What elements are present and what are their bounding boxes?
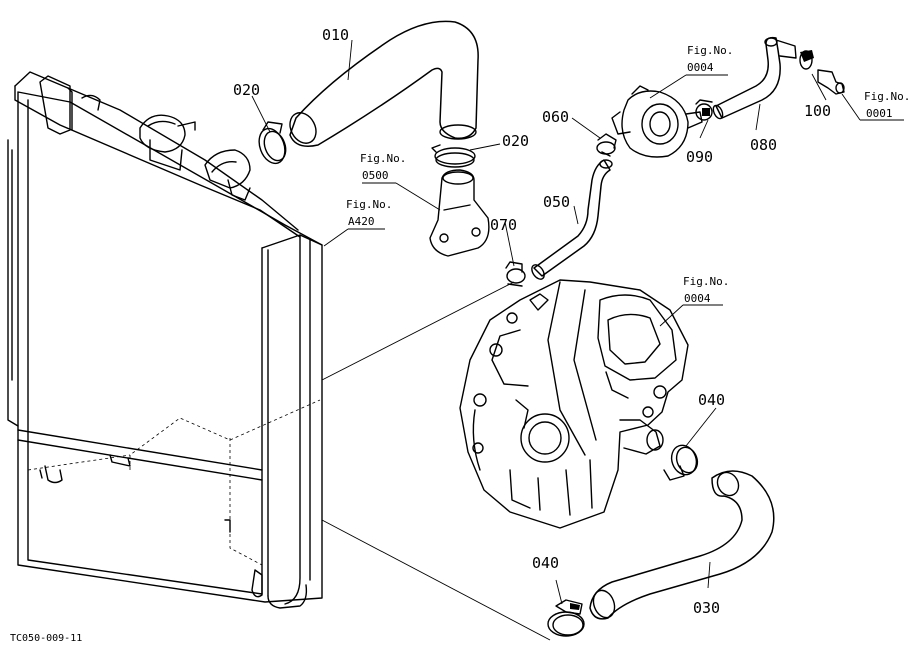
center-lines [27, 281, 551, 641]
clamp-020a-drawing [258, 121, 287, 165]
part-label-040b: 040 [532, 554, 559, 572]
fig-ref-0001-title: Fig.No. [864, 90, 910, 103]
thermostat-housing-drawing [429, 169, 490, 257]
fig-ref-A420-title: Fig.No. [346, 198, 392, 211]
water-pump-drawing [611, 85, 703, 158]
radiator-drawing [7, 71, 323, 609]
part-label-080: 080 [750, 136, 777, 154]
fig-ref-0004-mid-title: Fig.No. [683, 275, 729, 288]
part-label-040a: 040 [698, 391, 725, 409]
lower-hose-030-drawing [589, 470, 775, 620]
part-label-100: 100 [804, 102, 831, 120]
part-label-070: 070 [490, 216, 517, 234]
clamp-070-drawing [505, 261, 526, 287]
part-label-090: 090 [686, 148, 713, 166]
clamp-090-drawing [695, 99, 713, 121]
leader-lines [251, 39, 904, 605]
part-label-050: 050 [543, 193, 570, 211]
fig-ref-0001-number: 0001 [866, 107, 893, 120]
part-label-010: 010 [322, 26, 349, 44]
fig-ref-0004-top-title: Fig.No. [687, 44, 733, 57]
drawing-code: TC050-009-11 [10, 633, 82, 644]
fig-ref-0500-number: 0500 [362, 169, 389, 182]
clamp-040a-drawing [663, 444, 699, 481]
clamp-040b-drawing [547, 599, 585, 637]
figure-references: Fig.No. 0004 Fig.No. 0001 Fig.No. 0500 F… [346, 44, 910, 305]
part-label-020b: 020 [502, 132, 529, 150]
hose-080-drawing [712, 36, 797, 120]
fig-ref-0004-mid-number: 0004 [684, 292, 711, 305]
part-labels: 010 020 020 030 040 040 050 060 070 080 … [233, 26, 831, 617]
fig-ref-0500-title: Fig.No. [360, 152, 406, 165]
clamp-020b-drawing [431, 144, 476, 168]
gear-case-drawing [459, 279, 689, 529]
fig-ref-A420-number: A420 [348, 215, 375, 228]
upper-hose-010-drawing [289, 20, 479, 147]
part-label-020a: 020 [233, 81, 260, 99]
fig-ref-0004-top-number: 0004 [687, 61, 714, 74]
bypass-hose-050-drawing [531, 159, 613, 280]
part-label-060: 060 [542, 108, 569, 126]
clamp-100-drawing [799, 50, 845, 95]
clamp-060-drawing [596, 133, 617, 157]
part-label-030: 030 [693, 599, 720, 617]
